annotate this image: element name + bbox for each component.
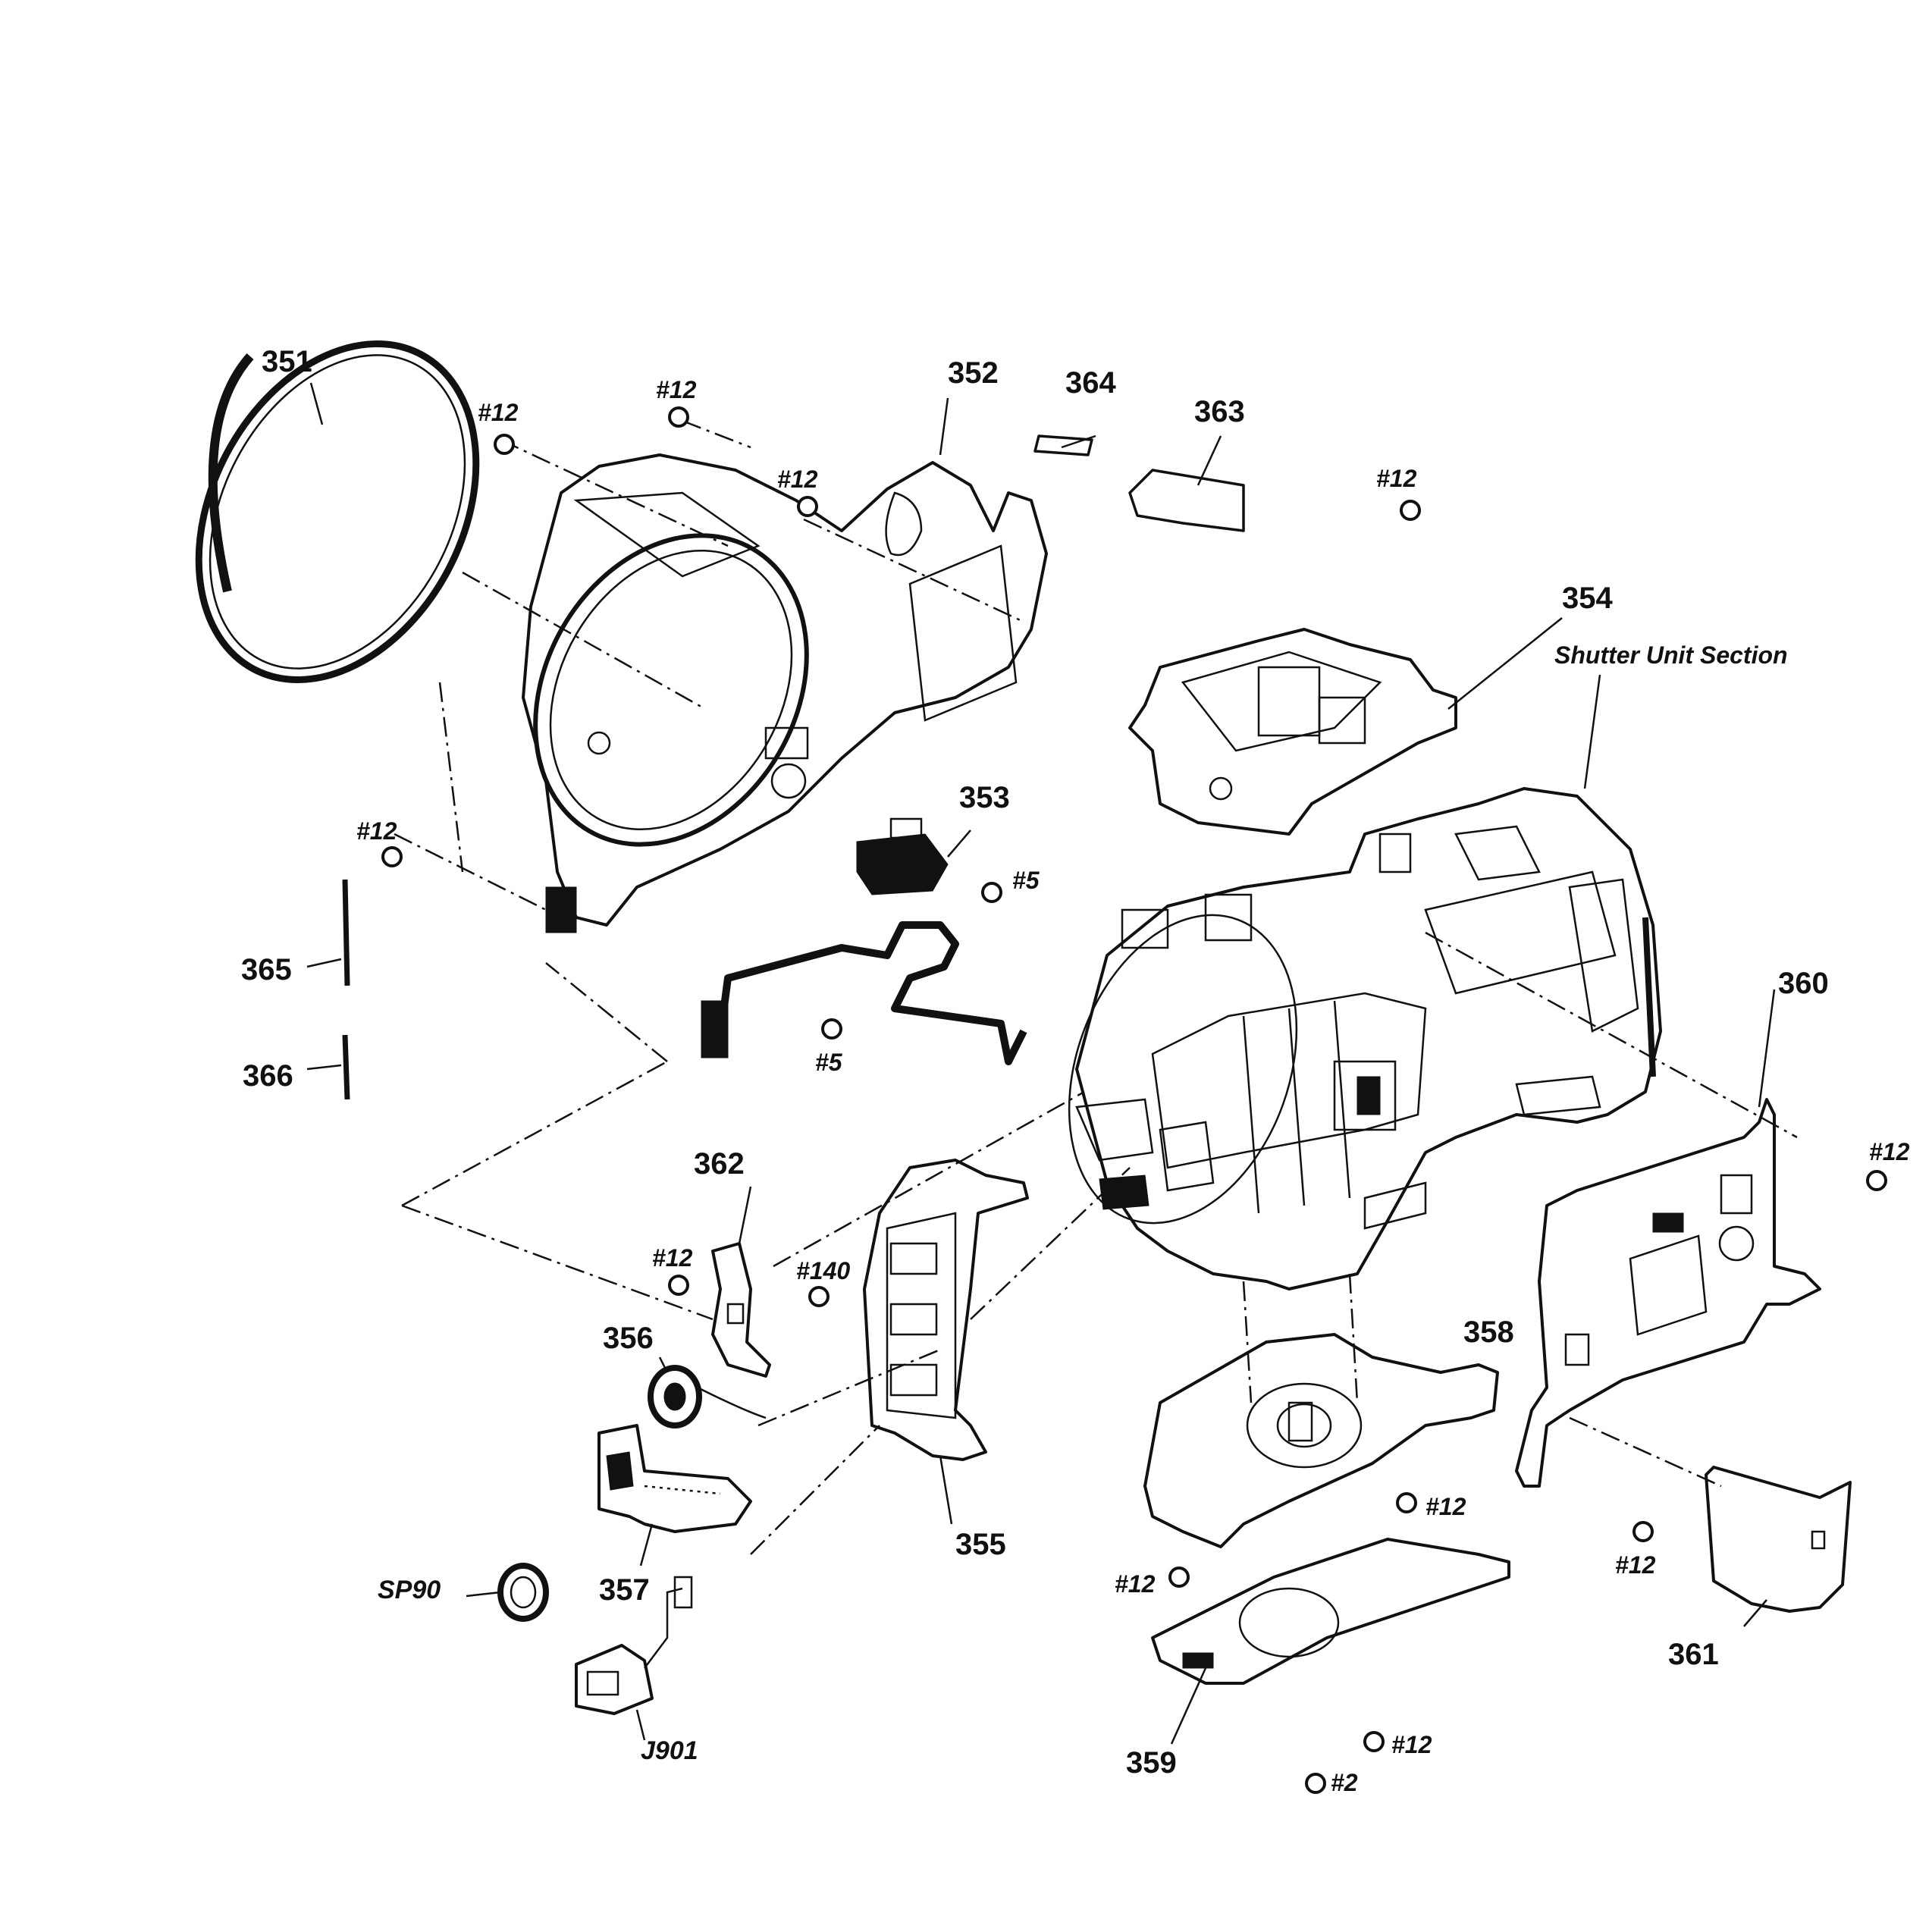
screw-label: #12 [1115, 1570, 1156, 1598]
screw-icon [1305, 1773, 1326, 1794]
part-labels: 351 352 364 363 354 353 360 365 366 362 … [241, 345, 1829, 1780]
leader-lines [306, 382, 1776, 1745]
screw-icon [381, 846, 403, 867]
part-362-bracket [711, 1242, 771, 1378]
screw-icon [1400, 500, 1421, 521]
label-358: 358 [1463, 1316, 1514, 1349]
label-363: 363 [1194, 395, 1245, 428]
screw-icon [668, 1275, 689, 1296]
label-357: 357 [599, 1573, 650, 1607]
screw-label: #12 [1615, 1551, 1656, 1579]
label-360: 360 [1778, 967, 1829, 1000]
part-355-grip-frame [863, 1159, 1029, 1461]
assembly-lines [394, 419, 1798, 1555]
part-361-sheet [1705, 1466, 1852, 1613]
part-365-strip [342, 879, 350, 986]
screw-label: #12 [1425, 1493, 1466, 1520]
screw-label: #12 [656, 376, 697, 403]
screw-icon [668, 406, 689, 428]
screw-icon [1168, 1566, 1190, 1588]
screw-icon [981, 882, 1002, 903]
part-366-strip [342, 1034, 350, 1100]
screw-label: #5 [815, 1049, 843, 1076]
screw-icon [808, 1286, 830, 1307]
screw-label: #140 [796, 1257, 850, 1284]
part-359-bottom-plate [1143, 1333, 1510, 1685]
label-355: 355 [955, 1528, 1006, 1561]
part-352-front-cabinet [522, 453, 1048, 933]
screw-icon [1866, 1170, 1887, 1191]
label-356: 356 [603, 1322, 654, 1355]
screw-label: #5 [1012, 867, 1040, 894]
screw-label: #12 [652, 1244, 693, 1272]
label-365: 365 [241, 953, 292, 986]
label-364: 364 [1065, 366, 1116, 400]
screw-icon [1363, 1731, 1385, 1752]
part-363-plate [1128, 469, 1245, 532]
sp90-speaker-grill [497, 1563, 549, 1622]
label-354: 354 [1562, 582, 1613, 615]
label-sp90: SP90 [378, 1576, 441, 1604]
shutter-unit-assembly [1068, 787, 1662, 1290]
label-359: 359 [1126, 1746, 1177, 1780]
screw-icon [1632, 1521, 1654, 1542]
screw-label: #12 [356, 817, 397, 845]
label-362: 362 [694, 1147, 745, 1181]
part-360-358-board [1515, 1098, 1821, 1488]
label-351: 351 [262, 345, 312, 378]
part-351-ring [195, 340, 480, 683]
part-364-tape [1033, 434, 1093, 456]
j901-connector [575, 1576, 693, 1715]
screw-icon [1396, 1492, 1417, 1513]
screw-label: #12 [1869, 1138, 1910, 1165]
part-356-speaker [648, 1365, 767, 1428]
label-j901: J901 [641, 1736, 698, 1765]
screw-icon [494, 434, 515, 455]
part-353-flex-harness [701, 817, 1027, 1065]
screw-icon [821, 1018, 842, 1040]
screw-label: #12 [478, 399, 519, 426]
screw-label: #2 [1331, 1769, 1358, 1796]
screw-label: #12 [1376, 465, 1417, 492]
screws [381, 406, 1887, 1794]
label-shutter-unit-section: Shutter Unit Section [1554, 641, 1788, 669]
reference-labels: SP90 J901 Shutter Unit Section [378, 641, 1788, 1765]
label-361: 361 [1668, 1638, 1719, 1671]
label-366: 366 [243, 1059, 293, 1093]
screw-icon [797, 496, 818, 517]
screw-labels: #12 #12 #12 #12 #12 #5 #5 #12 #140 #12 #… [356, 376, 1910, 1796]
label-353: 353 [959, 781, 1010, 814]
part-354-top-frame [1128, 628, 1457, 836]
label-352: 352 [948, 356, 999, 390]
part-357-jack-board [597, 1424, 752, 1533]
screw-label: #12 [1391, 1731, 1432, 1758]
screw-label: #12 [777, 466, 818, 493]
